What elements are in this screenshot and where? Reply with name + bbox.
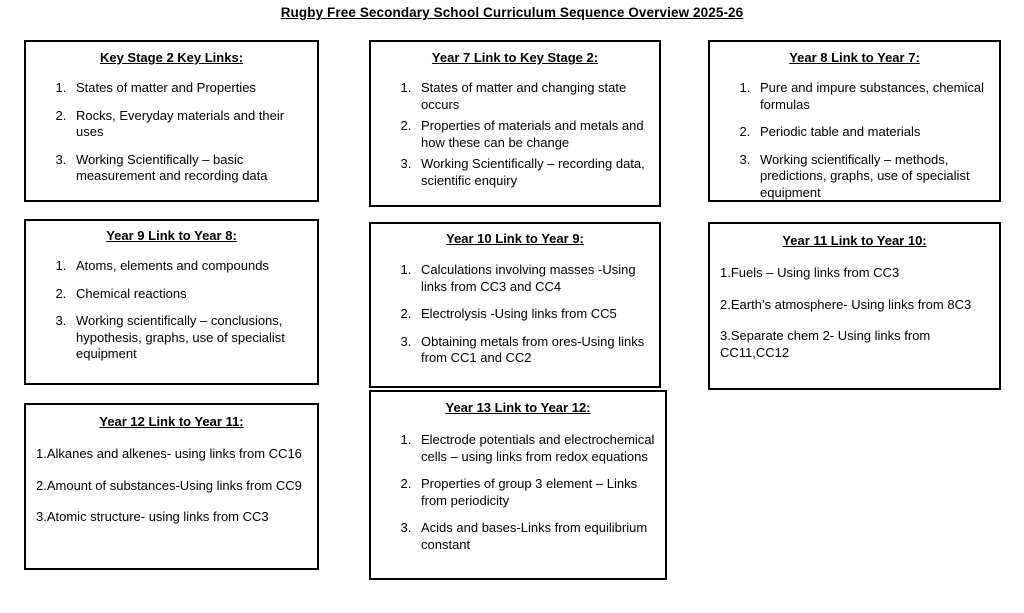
curriculum-box-year-11: Year 11 Link to Year 10: 1.Fuels – Using…: [708, 222, 1001, 390]
list-item: Working Scientifically – basic measureme…: [70, 152, 309, 185]
box-title-year-10: Year 10 Link to Year 9:: [446, 231, 584, 246]
box-title-year-12: Year 12 Link to Year 11:: [99, 414, 244, 429]
list-item: 2.Amount of substances-Using links from …: [36, 477, 302, 493]
box-title-year-9: Year 9 Link to Year 8:: [106, 228, 237, 243]
curriculum-box-year-9: Year 9 Link to Year 8: Atoms, elements a…: [24, 219, 319, 385]
curriculum-box-key-stage-2: Key Stage 2 Key Links: States of matter …: [24, 40, 319, 202]
list-item: 3.Separate chem 2- Using links from CC11…: [720, 328, 931, 360]
list-item: Periodic table and materials: [754, 124, 991, 141]
curriculum-box-year-13: Year 13 Link to Year 12: Electrode poten…: [369, 390, 667, 580]
curriculum-list-year-10: Calculations involving masses -Using lin…: [371, 262, 659, 367]
list-item: States of matter and Properties: [70, 80, 309, 97]
list-item: Rocks, Everyday materials and their uses: [70, 108, 309, 141]
list-item: 2.Earth’s atmosphere- Using links from 8…: [720, 296, 972, 312]
box-title-year-13: Year 13 Link to Year 12:: [445, 400, 591, 415]
curriculum-box-year-12: Year 12 Link to Year 11: 1.Alkanes and a…: [24, 403, 319, 570]
list-item: Chemical reactions: [70, 286, 309, 303]
list-item: 1.Fuels – Using links from CC3: [720, 265, 900, 280]
box-title-year-7: Year 7 Link to Key Stage 2:: [431, 50, 599, 65]
list-item: Properties of group 3 element – Links fr…: [415, 476, 657, 509]
list-item: Electrolysis -Using links from CC5: [415, 306, 651, 323]
box-title-year-11: Year 11 Link to Year 10:: [782, 233, 927, 248]
curriculum-list-year-13: Electrode potentials and electrochemical…: [371, 432, 665, 553]
list-item: Pure and impure substances, chemical for…: [754, 80, 991, 113]
box-title-year-8: Year 8 Link to Year 7:: [789, 50, 920, 65]
page-title: Rugby Free Secondary School Curriculum S…: [280, 5, 744, 20]
curriculum-box-year-7: Year 7 Link to Key Stage 2: States of ma…: [369, 40, 661, 207]
curriculum-list-key-stage-2: States of matter and Properties Rocks, E…: [26, 80, 317, 185]
list-item: Obtaining metals from ores-Using links f…: [415, 334, 651, 367]
list-item: Calculations involving masses -Using lin…: [415, 262, 651, 295]
list-item: Electrode potentials and electrochemical…: [415, 432, 657, 465]
list-item: Atoms, elements and compounds: [70, 258, 309, 275]
curriculum-list-year-7: States of matter and changing state occu…: [371, 80, 659, 189]
curriculum-list-year-9: Atoms, elements and compounds Chemical r…: [26, 258, 317, 363]
curriculum-box-year-10: Year 10 Link to Year 9: Calculations inv…: [369, 222, 661, 388]
list-item: 1.Alkanes and alkenes- using links from …: [36, 446, 302, 461]
list-item: Working scientifically – methods, predic…: [754, 152, 991, 201]
curriculum-list-year-12: 1.Alkanes and alkenes- using links from …: [26, 446, 317, 526]
list-item: Working Scientifically – recording data,…: [415, 156, 651, 189]
list-item: States of matter and changing state occu…: [415, 80, 651, 113]
curriculum-list-year-11: 1.Fuels – Using links from CC3 2.Earth’s…: [710, 265, 999, 361]
list-item: Acids and bases-Links from equilibrium c…: [415, 520, 657, 553]
curriculum-list-year-8: Pure and impure substances, chemical for…: [710, 80, 999, 201]
box-title-key-stage-2: Key Stage 2 Key Links:: [99, 50, 244, 65]
curriculum-box-year-8: Year 8 Link to Year 7: Pure and impure s…: [708, 40, 1001, 202]
list-item: Working scientifically – conclusions, hy…: [70, 313, 309, 363]
list-item: 3.Atomic structure- using links from CC3: [36, 509, 269, 524]
list-item: Properties of materials and metals and h…: [415, 118, 651, 151]
